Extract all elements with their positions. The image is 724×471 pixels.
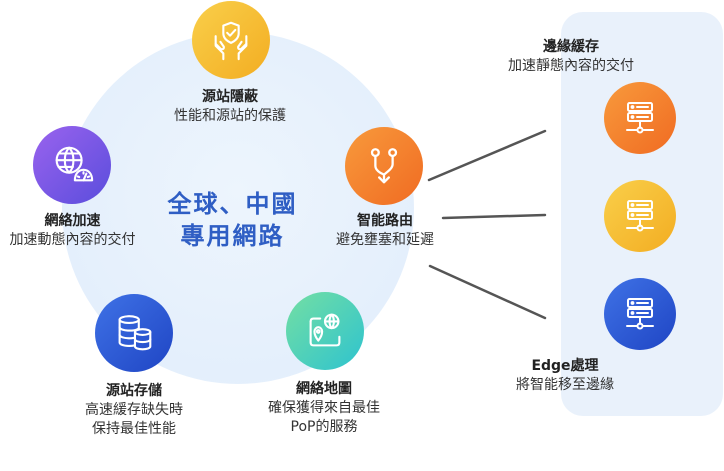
center-title-line2: 專用網路 — [180, 222, 285, 250]
connector-line-bottom — [428, 264, 547, 320]
route-branch-icon — [370, 148, 398, 184]
network-accel-node — [33, 126, 111, 204]
edge-server-1 — [604, 82, 676, 154]
origin-storage-node — [95, 294, 173, 372]
edge-compute-title: Edge處理 — [531, 358, 599, 374]
network-map-node — [286, 292, 364, 370]
smart-routing-title: 智能路由 — [357, 213, 413, 229]
network-map-title: 網絡地圖 — [296, 381, 352, 397]
edge-cache-title: 邊緣緩存 — [543, 39, 599, 55]
network-map-label: 網絡地圖 確保獲得來自最佳 PoP的服務 — [244, 380, 404, 437]
network-map-desc1: 確保獲得來自最佳 — [268, 400, 380, 416]
origin-storage-label: 源站存儲 高速緩存缺失時 保持最佳性能 — [54, 382, 214, 439]
network-map-desc2: PoP的服務 — [290, 419, 358, 435]
globe-speedometer-icon — [55, 146, 94, 182]
origin-shield-node — [192, 1, 270, 79]
smart-routing-label: 智能路由 避免壅塞和延遲 — [318, 212, 452, 250]
center-title: 全球、中國 專用網路 — [140, 188, 325, 252]
edge-compute-desc: 將智能移至邊緣 — [516, 377, 614, 393]
edge-cache-desc: 加速靜態內容的交付 — [508, 58, 634, 74]
connector-line-middle — [441, 213, 547, 220]
server-icon — [626, 200, 654, 232]
network-accel-label: 網絡加速 加速動態內容的交付 — [0, 212, 145, 250]
smart-routing-desc: 避免壅塞和延遲 — [336, 232, 434, 248]
origin-storage-desc2: 保持最佳性能 — [92, 421, 176, 437]
origin-storage-title: 源站存儲 — [106, 383, 162, 399]
server-icon — [626, 102, 654, 134]
map-globe-icon — [309, 313, 341, 347]
server-icon — [626, 298, 654, 330]
edge-server-2 — [604, 180, 676, 252]
smart-routing-node — [345, 127, 423, 205]
network-accel-title: 網絡加速 — [44, 213, 101, 229]
edge-compute-label: Edge處理 將智能移至邊緣 — [490, 357, 640, 395]
database-stack-icon — [118, 315, 152, 351]
connector-line-top — [427, 129, 547, 182]
origin-shield-title: 源站隱蔽 — [202, 89, 258, 105]
origin-storage-desc1: 高速緩存缺失時 — [85, 402, 183, 418]
network-accel-desc: 加速動態內容的交付 — [9, 232, 136, 248]
origin-shield-label: 源站隱蔽 性能和源站的保護 — [150, 88, 310, 126]
shield-hands-icon — [214, 21, 248, 61]
center-title-line1: 全球、中國 — [167, 190, 298, 218]
edge-cache-label: 邊緣緩存 加速靜態內容的交付 — [486, 38, 656, 76]
origin-shield-desc: 性能和源站的保護 — [174, 108, 286, 124]
edge-server-3 — [604, 278, 676, 350]
